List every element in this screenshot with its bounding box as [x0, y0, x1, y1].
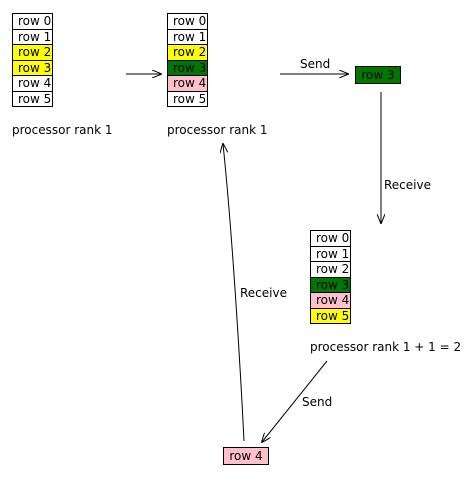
- received-row-box: row 4: [223, 447, 269, 465]
- rank1-updated-caption: processor rank 1: [167, 123, 268, 137]
- row-cell: row 1: [310, 245, 351, 262]
- row-cell: row 5: [310, 307, 351, 324]
- row-cell: row 4: [310, 292, 351, 309]
- receive-label-left: Receive: [240, 286, 287, 300]
- rank1-updated-rows: row 0 row 1 row 2 row 3 row 4 row 5: [167, 13, 208, 107]
- arrow-send-bottom: [262, 360, 328, 442]
- row-cell: row 3: [310, 276, 351, 293]
- row-cell: row 1: [12, 28, 53, 45]
- rank1-initial-rows: row 0 row 1 row 2 row 3 row 4 row 5: [12, 13, 53, 107]
- rank2-rows: row 0 row 1 row 2 row 3 row 4 row 5: [310, 230, 351, 324]
- row-cell: row 3: [167, 59, 208, 76]
- send-label-bottom: Send: [302, 395, 333, 409]
- row-cell: row 2: [167, 44, 208, 61]
- send-label-top: Send: [300, 57, 331, 71]
- sent-row-box: row 3: [355, 66, 401, 84]
- rank1-initial-caption: processor rank 1: [12, 123, 113, 137]
- rank2-caption: processor rank 1 + 1 = 2: [310, 340, 462, 354]
- arrow-receive-left: [223, 144, 245, 442]
- receive-label-right: Receive: [384, 178, 431, 192]
- row-cell: row 5: [12, 90, 53, 107]
- row-cell: row 4: [167, 75, 208, 92]
- row-cell: row 5: [167, 90, 208, 107]
- row-cell: row 2: [12, 44, 53, 61]
- row-cell: row 1: [167, 28, 208, 45]
